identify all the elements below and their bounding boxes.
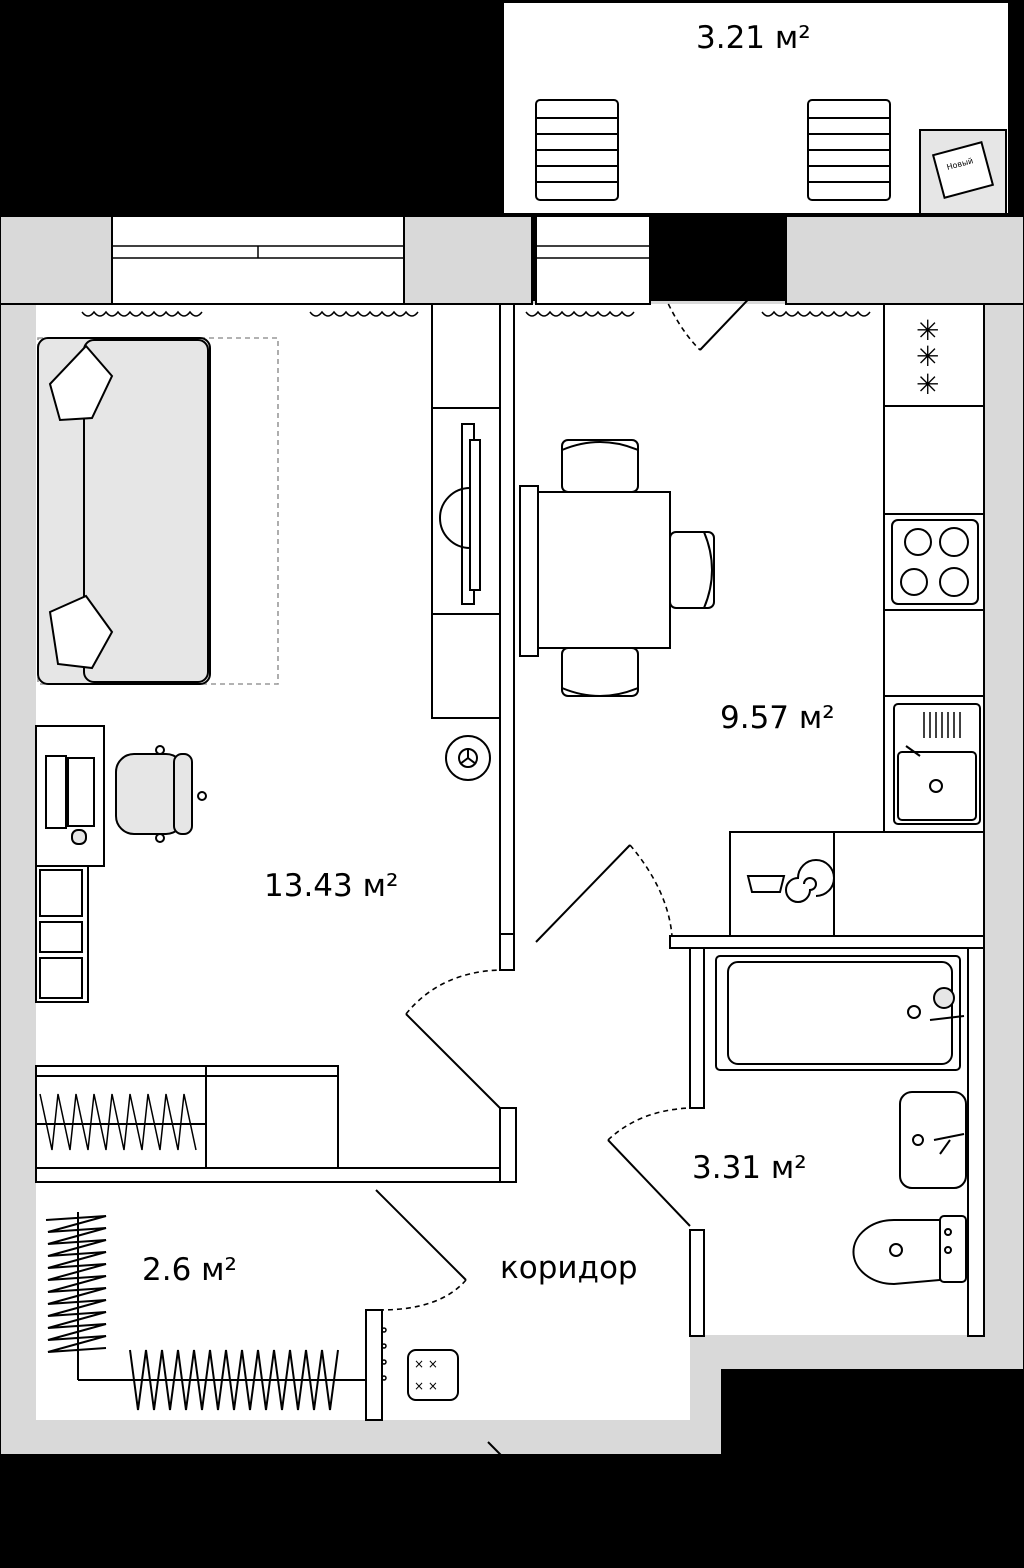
storage-area: 2.6 м² bbox=[142, 1252, 237, 1288]
wall-storage-right bbox=[365, 1309, 383, 1421]
storage-door-swing bbox=[379, 1279, 467, 1311]
living-door-leaf bbox=[405, 1013, 501, 1109]
wardrobe-living bbox=[35, 1065, 339, 1169]
svg-text:× ×: × × bbox=[414, 1357, 438, 1371]
svg-text:× ×: × × bbox=[414, 1379, 438, 1393]
corridor-label: коридор bbox=[500, 1250, 638, 1286]
newspaper-icon: Новый bbox=[919, 129, 1007, 215]
balcony-furniture: Новый bbox=[535, 99, 1007, 215]
bathtub-icon bbox=[715, 955, 965, 1071]
living-area: 13.43 м² bbox=[264, 868, 398, 904]
entrance-door-leaf bbox=[487, 1441, 611, 1566]
radiator-living-2 bbox=[309, 310, 419, 317]
top-wall-middle bbox=[403, 215, 533, 305]
kitchen-furniture: ✳ ✳ ✳ bbox=[519, 303, 985, 937]
tv-stand bbox=[431, 303, 501, 719]
sofa-icon bbox=[37, 337, 211, 685]
kitchen-door-leaf bbox=[535, 844, 631, 943]
office-chair-icon bbox=[115, 745, 207, 843]
chair-top bbox=[561, 439, 639, 493]
balcony-door-swing bbox=[651, 261, 701, 351]
sink-icon bbox=[893, 703, 981, 825]
hooks-strip bbox=[381, 1327, 387, 1381]
wall-living-kitchen bbox=[499, 303, 515, 935]
washbasin-icon bbox=[899, 1091, 967, 1189]
dining-table bbox=[519, 485, 671, 657]
washing-machine-icon bbox=[729, 831, 835, 937]
storage-furniture: × × × × bbox=[45, 1212, 459, 1411]
wall-living-bottom bbox=[35, 1167, 517, 1183]
hanger-rack-horizontal bbox=[78, 1349, 366, 1411]
asterisk-icons: ✳ ✳ ✳ bbox=[916, 314, 939, 401]
balcony-area: 3.21 м² bbox=[696, 20, 811, 56]
room-labels: 3.21 м² 9.57 м² 13.43 м² 3.31 м² 2.6 м² … bbox=[142, 20, 835, 1288]
radiator-living-1 bbox=[81, 310, 203, 317]
toilet-icon bbox=[852, 1215, 967, 1286]
bookshelf bbox=[35, 865, 89, 1003]
bathroom-door-leaf bbox=[607, 1139, 691, 1227]
chair-right bbox=[669, 531, 715, 609]
kitchen-door-swing bbox=[629, 844, 673, 937]
deck-chair-left bbox=[535, 99, 619, 201]
wall-kitchen-bottom bbox=[669, 935, 985, 949]
living-furniture bbox=[35, 303, 501, 1169]
safe-icon bbox=[445, 735, 491, 781]
svg-text:✳: ✳ bbox=[916, 314, 939, 347]
radiator-kitchen-1 bbox=[525, 310, 635, 317]
radiator-kitchen-2 bbox=[761, 310, 871, 317]
living-door-swing bbox=[405, 969, 501, 1015]
top-wall-right bbox=[785, 215, 1024, 305]
svg-text:✳: ✳ bbox=[916, 368, 939, 401]
svg-text:✳: ✳ bbox=[916, 340, 939, 373]
top-wall-left bbox=[0, 215, 113, 305]
chair-bottom bbox=[561, 647, 639, 697]
electrical-panel-icon: × × × × bbox=[407, 1349, 459, 1401]
deck-chair-right bbox=[807, 99, 891, 201]
wall-bathroom-left bbox=[689, 947, 705, 1109]
window-kitchen bbox=[535, 215, 651, 305]
storage-door-leaf bbox=[375, 1189, 467, 1281]
bathroom-area: 3.31 м² bbox=[692, 1150, 807, 1186]
doors bbox=[375, 844, 691, 1311]
desk bbox=[35, 725, 105, 867]
hanger-rack-vertical bbox=[45, 1212, 107, 1380]
interior-walls bbox=[35, 303, 985, 1566]
stove-icon bbox=[891, 519, 979, 605]
balcony-door-leaf bbox=[699, 263, 783, 351]
window-living bbox=[111, 215, 405, 305]
kitchen-area: 9.57 м² bbox=[720, 700, 835, 736]
bathroom-fixtures bbox=[715, 955, 967, 1286]
